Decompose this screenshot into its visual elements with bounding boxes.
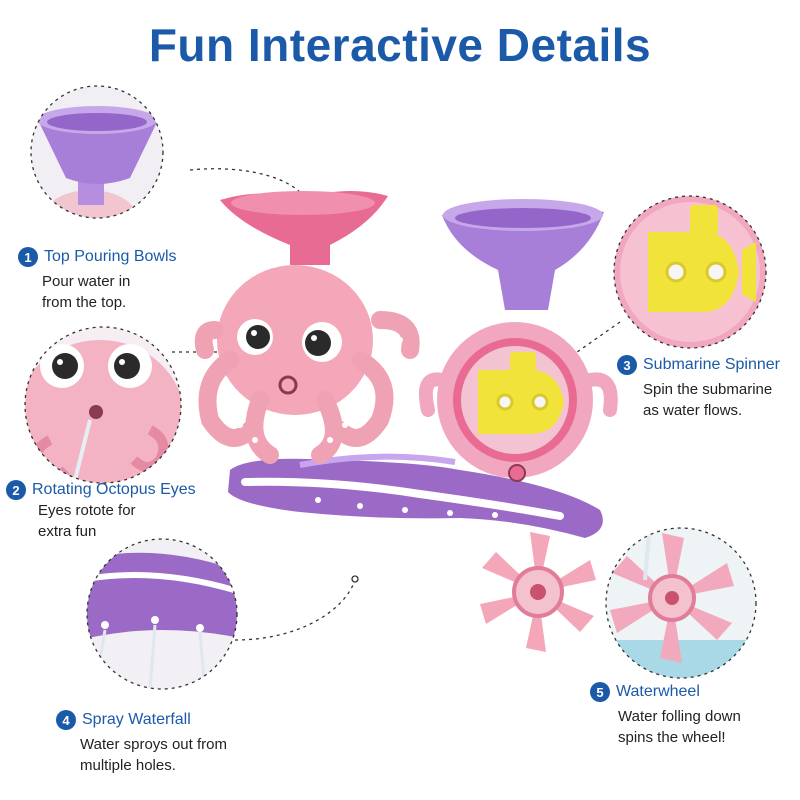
callout-desc-line: Water sproys out from [80, 736, 227, 753]
zoom-circle-eyes [24, 326, 182, 484]
callout-rotating-octopus-eyes: 2 Rotating Octopus Eyes Eyes rototе for … [6, 480, 196, 542]
callout-title: Rotating Octopus Eyes [32, 481, 196, 498]
callout-title: Top Pouring Bowls [44, 248, 177, 265]
callout-desc-line: Pour water in [42, 273, 131, 290]
callout-number: 1 [18, 247, 38, 267]
callout-submarine-spinner: 3 Submarine Spinner Spin the submarine a… [617, 355, 780, 421]
callout-number: 3 [617, 355, 637, 375]
zoom-circle-bowl [30, 85, 164, 219]
callout-desc-line: Eyes rototе for [38, 502, 136, 519]
leader-line-submarine [539, 321, 621, 379]
leader-line-waterfall [234, 579, 356, 641]
submarine-spinner [478, 352, 564, 434]
zoom-circle-waterfall [86, 538, 238, 690]
callout-waterwheel: 5 Waterwheel Water folling down spins th… [590, 682, 741, 748]
callout-desc-line: from the top. [42, 294, 127, 311]
zoom-circle-submarine [613, 195, 767, 349]
callout-spray-waterfall: 4 Spray Waterfall Water sproys out from … [56, 710, 227, 776]
page-title: Fun Interactive Details [148, 19, 652, 71]
callout-number: 4 [56, 710, 76, 730]
callout-title: Submarine Spinner [643, 356, 780, 373]
zoom-circle-waterwheel [605, 527, 757, 679]
callout-title: Spray Waterfall [82, 711, 191, 728]
callout-top-pouring-bowls: 1 Top Pouring Bowls Pour water in from t… [18, 247, 177, 313]
purple-bowl [442, 204, 604, 310]
callout-desc-line: Water folling down [618, 708, 741, 725]
callout-desc-line: multiple holes. [80, 757, 176, 774]
callout-desc-line: extra fun [38, 523, 97, 540]
bath-toy [194, 190, 618, 652]
callout-desc-line: spins the wheel! [618, 729, 726, 746]
callout-title: Waterwheel [616, 683, 700, 700]
callout-desc-line: as water flows. [643, 402, 743, 419]
octopus-head [217, 265, 373, 415]
callout-number: 5 [590, 682, 610, 702]
callout-desc-line: Spin the submarine [643, 381, 773, 398]
callout-number: 2 [6, 480, 26, 500]
tentacle-ramp [228, 458, 603, 538]
